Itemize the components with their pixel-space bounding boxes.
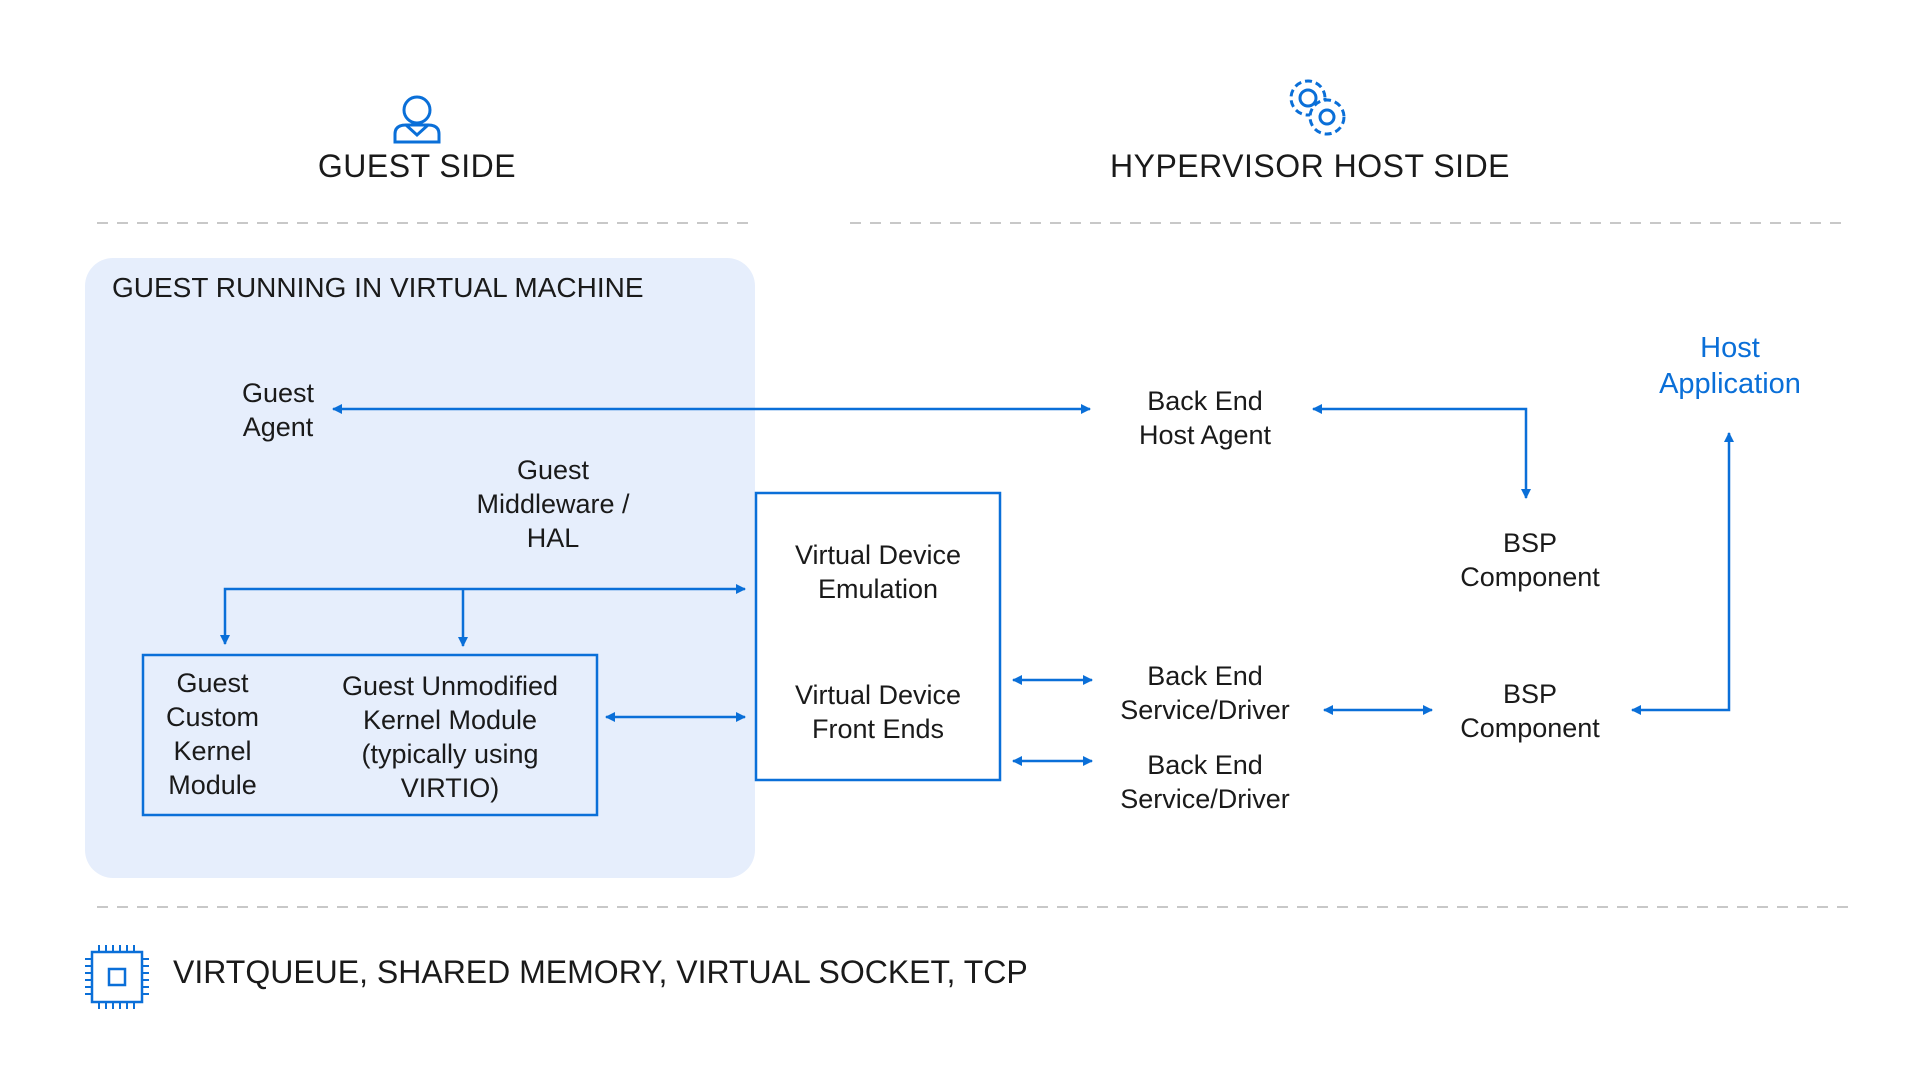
back-end-host-agent-label: Back End Host Agent (1138, 386, 1272, 450)
user-icon (393, 95, 441, 144)
bsp-component-top-label: BSP Component (1460, 528, 1600, 592)
guest-middleware-label: Guest Middleware / HAL (476, 455, 630, 553)
gears-icon (1289, 79, 1346, 136)
virtual-device-box (754, 491, 1002, 782)
back-end-service-2-label: Back End Service/Driver (1120, 750, 1290, 814)
arrow-bsp-host-application (1631, 432, 1734, 715)
arrow-host-agent-bsp (1312, 404, 1531, 499)
guest-custom-kernel-label: Guest Custom Kernel Module (165, 668, 260, 800)
vd-front-ends-label: Virtual Device Front Ends (794, 680, 962, 744)
guest-side-heading: GUEST SIDE (317, 148, 517, 184)
vm-panel-title: GUEST RUNNING IN VIRTUAL MACHINE (112, 272, 644, 303)
host-application-label: Host Application (1659, 332, 1801, 400)
host-side-heading: HYPERVISOR HOST SIDE (1109, 148, 1511, 184)
kernel-modules-box (141, 653, 599, 817)
arrow-middleware-custom-kernel (220, 587, 463, 645)
vd-emulation-label: Virtual Device Emulation (794, 540, 962, 604)
back-end-service-1-label: Back End Service/Driver (1120, 661, 1290, 725)
bsp-component-bottom-label: BSP Component (1460, 679, 1600, 743)
chip-icon (85, 945, 149, 1009)
guest-agent-label: Guest Agent (241, 378, 315, 442)
footer-protocols-text: VIRTQUEUE, SHARED MEMORY, VIRTUAL SOCKET… (173, 954, 1028, 990)
guest-unmodified-kernel-label: Guest Unmodified Kernel Module (typicall… (341, 671, 559, 803)
